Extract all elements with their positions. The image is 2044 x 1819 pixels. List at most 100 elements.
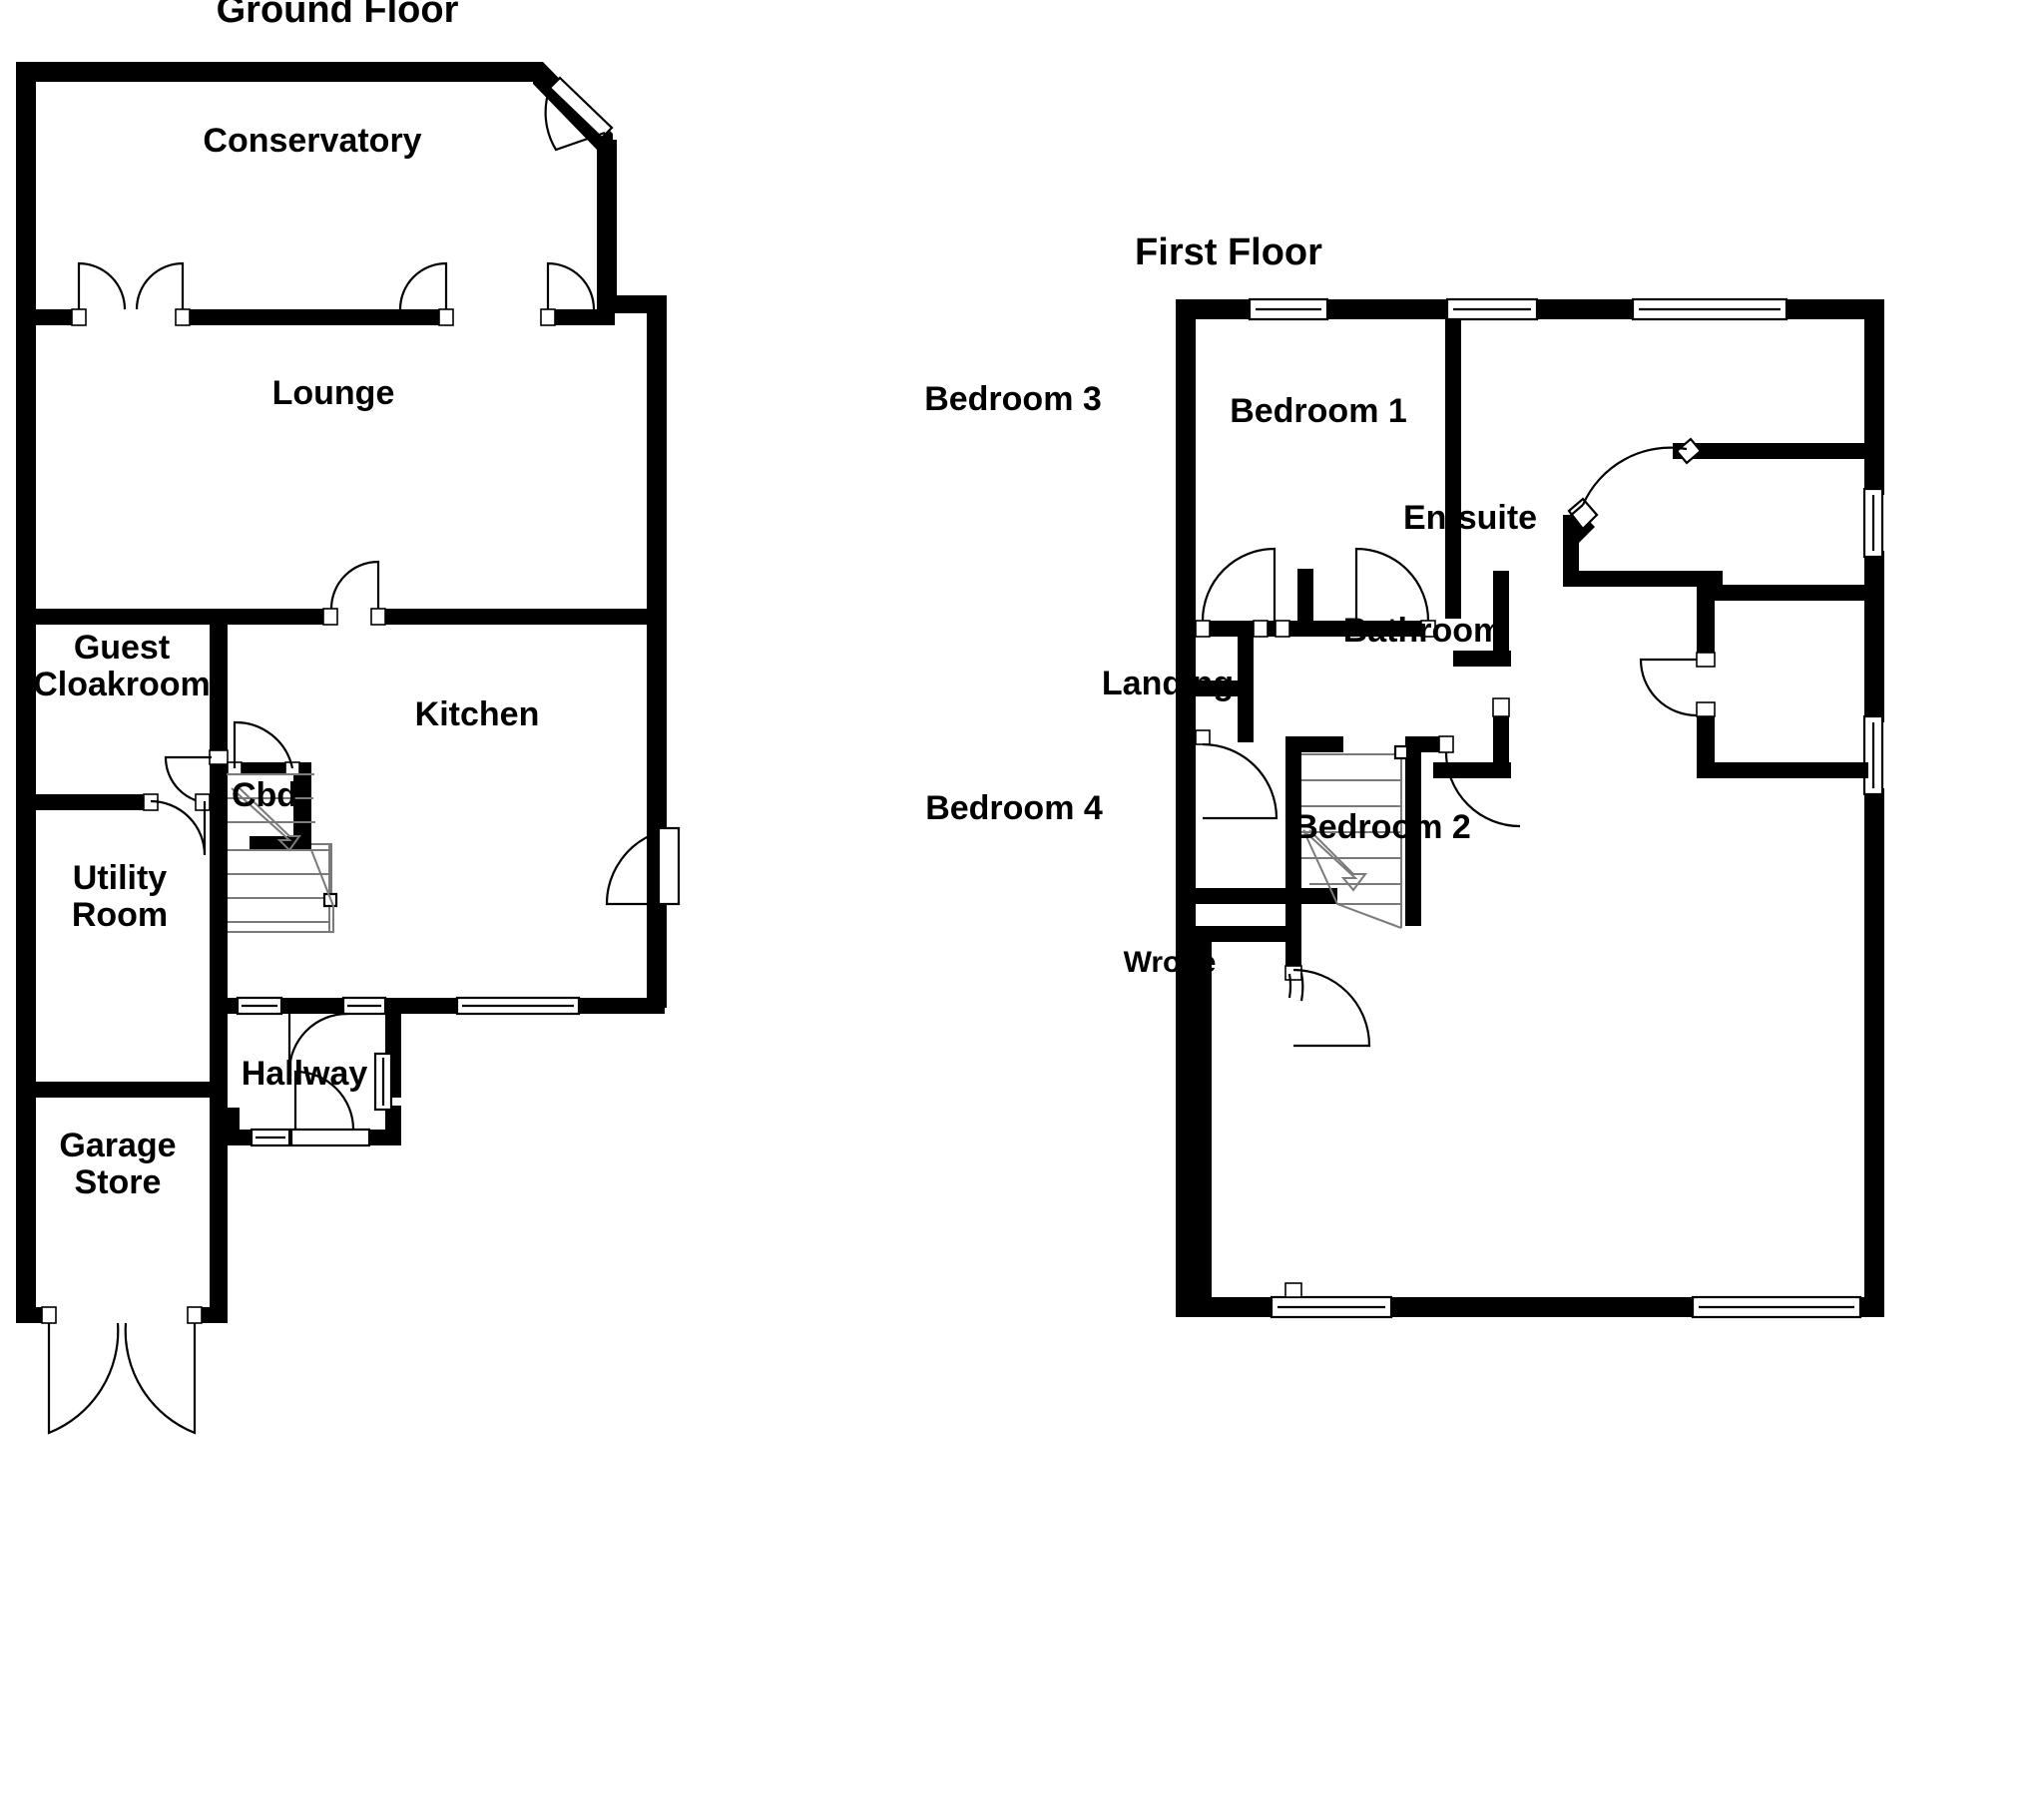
wall-lounge-bottom-a	[16, 609, 224, 625]
room-label-cupboard: Cbd	[232, 776, 297, 814]
door-swing-bathroom[interactable]	[1639, 658, 1698, 717]
door-swing-cons-right-1[interactable]	[398, 261, 448, 310]
wall-b3-b4-divider	[1196, 888, 1337, 904]
door-swing-bedroom-2[interactable]	[1444, 751, 1521, 828]
door-wrobe[interactable]	[1292, 968, 1371, 1048]
wall-hallway-top-a	[228, 998, 238, 1014]
wall-stairwell-right	[1405, 736, 1421, 926]
door-swing-garage-right[interactable]	[124, 1322, 197, 1435]
door-swing-wrobe-arc-stub[interactable]	[1299, 972, 1304, 1002]
jamb-cons-right-b	[438, 308, 454, 326]
wall-bathroom-top	[1697, 585, 1868, 601]
wall-wrobe-right	[1285, 926, 1301, 970]
wall-landing-top-b	[1287, 621, 1297, 637]
door-leaf-ensuite-b[interactable]	[1675, 437, 1703, 465]
wall-kitchen-right	[647, 609, 667, 1008]
wall-bathroom-left-b	[1697, 601, 1715, 653]
wall-landing-left-mid	[1196, 681, 1254, 696]
door-leaf-front[interactable]	[289, 1128, 371, 1147]
lounge-walls	[16, 295, 667, 625]
door-swing-ensuite[interactable]	[1581, 446, 1688, 506]
room-label-garage-store-line2: Store	[75, 1163, 162, 1201]
room-label-lounge: Lounge	[272, 374, 395, 412]
wall-lounge-bottom-b	[224, 609, 323, 625]
wall-landing-left-vert-a	[1238, 621, 1254, 686]
door-swing-conservatory-corner[interactable]	[544, 87, 606, 152]
door-leaf-ensuite-a[interactable]	[1567, 497, 1599, 531]
first-floor-outer-walls	[1176, 299, 1884, 1317]
window-kitchen-rear	[455, 996, 581, 1016]
wall-landing-top-a	[1266, 621, 1276, 637]
wall-landing-bottom-a	[1285, 736, 1343, 752]
door-swing-lounge-kitchen[interactable]	[329, 560, 380, 610]
door-swing-garage-left[interactable]	[47, 1322, 120, 1435]
door-leaf-kitchen-side[interactable]	[657, 826, 681, 906]
wall-lounge-top-right	[597, 295, 667, 313]
jamb-cons-left-b	[175, 308, 191, 326]
jamb-cons-left-a	[71, 308, 87, 326]
wall-landing-left-vert-b	[1238, 696, 1254, 742]
jamb-cloakroom-door	[209, 749, 229, 765]
labels-group: Ground Floor First Floor Conservatory Lo…	[33, 0, 1537, 1201]
door-swing-ensuite-tail[interactable]	[1568, 504, 1584, 518]
wall-hallway-left-lower	[228, 1108, 240, 1145]
wall-landing-top-vertical	[1297, 569, 1313, 637]
stair-newel-first	[1393, 744, 1409, 760]
wall-garage-left	[16, 1082, 36, 1323]
door-conservatory-corner[interactable]	[544, 76, 614, 152]
jamb-b2-door-a	[1438, 735, 1454, 753]
wall-ff-right-c	[1864, 788, 1884, 1317]
wall-cbd-right	[293, 762, 311, 848]
window-hallway-bottom	[250, 1128, 291, 1147]
door-swing-front-entrance[interactable]	[293, 1070, 355, 1131]
door-swing-cbd[interactable]	[233, 720, 294, 769]
jamb-b3-door-b	[1195, 620, 1211, 638]
wall-ff-right-a	[1864, 299, 1884, 495]
door-swing-bedroom-1[interactable]	[1354, 547, 1430, 622]
jamb-b3-door-a	[1253, 620, 1269, 638]
window-bedroom-3-front	[1248, 297, 1329, 321]
jamb-wrobe-b	[1284, 1282, 1302, 1298]
wall-garage-bottom-a	[16, 1307, 42, 1323]
door-swing-wrobe[interactable]	[1292, 968, 1371, 1048]
wall-ensuite-top	[1689, 443, 1868, 459]
room-label-bedroom-3: Bedroom 3	[924, 380, 1102, 418]
door-garage[interactable]	[41, 1306, 203, 1435]
wall-utility-left	[16, 794, 36, 1096]
room-label-utility-room-line2: Room	[72, 896, 168, 934]
door-swing-utility[interactable]	[150, 799, 207, 856]
jamb-b4-door-a	[1195, 729, 1211, 745]
jamb-cons-right-a	[540, 308, 556, 326]
wall-ff-top-c	[1537, 299, 1633, 319]
conservatory-walls	[16, 62, 617, 325]
jamb-bathroom-a	[1696, 652, 1716, 668]
door-ensuite[interactable]	[1567, 437, 1703, 531]
door-swing-cons-left-1[interactable]	[77, 261, 127, 310]
door-swing-wrobe-helper[interactable]	[1287, 973, 1292, 999]
room-label-wardrobe: Wrobe	[1124, 946, 1217, 979]
wall-wrobe-left	[1196, 926, 1212, 1297]
wall-bathroom-bottom	[1697, 762, 1868, 778]
jamb-b1-door-a	[1275, 620, 1290, 638]
door-swing-kitchen-side[interactable]	[605, 830, 660, 906]
door-swing-cons-left-2[interactable]	[135, 261, 185, 310]
door-leaf-conservatory-corner[interactable]	[548, 76, 614, 140]
door-swing-cons-right-2[interactable]	[546, 261, 596, 310]
door-swing-bedroom-3[interactable]	[1201, 547, 1277, 622]
wall-garage-right	[210, 1082, 228, 1323]
window-bedroom-1-front-right	[1631, 297, 1788, 321]
door-kitchen-side[interactable]	[605, 826, 681, 906]
wall-landing-right-vert	[1493, 571, 1509, 667]
door-swing-hallway-kitchen[interactable]	[287, 1012, 348, 1073]
jamb-lounge-kitchen-b	[370, 608, 386, 626]
wall-landing-right-mid	[1453, 651, 1511, 667]
door-front-entrance[interactable]	[289, 1070, 371, 1147]
door-conservatory-left-pair[interactable]	[77, 261, 185, 310]
door-conservatory-right-pair[interactable]	[398, 261, 596, 310]
bathroom-walls	[1697, 579, 1868, 778]
wall-hallway-top-b	[281, 998, 343, 1014]
wall-landing-top-c	[1297, 621, 1429, 637]
room-label-landing: Landing	[1102, 665, 1234, 702]
window-bedroom-1-front-left	[1445, 297, 1539, 321]
door-swing-bedroom-4[interactable]	[1202, 742, 1278, 820]
